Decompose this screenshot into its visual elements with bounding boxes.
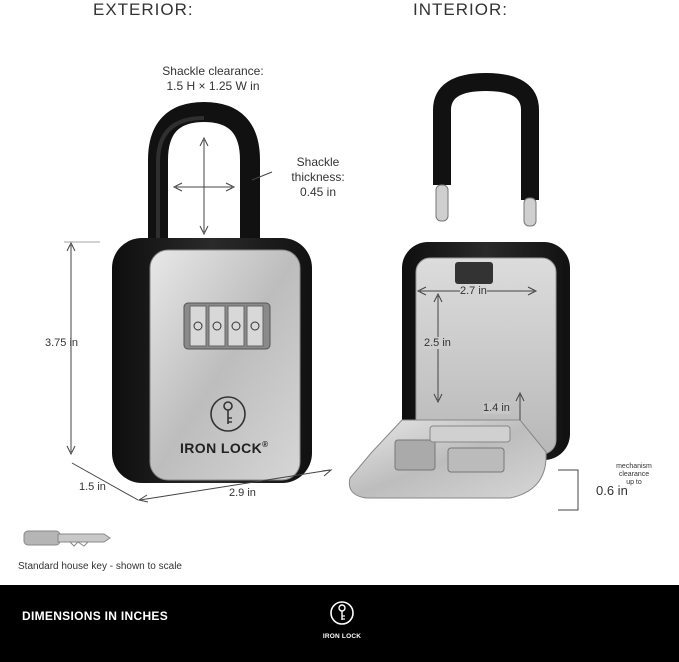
- key-icon: [210, 396, 246, 432]
- mechanism-label-1: mechanism: [616, 463, 652, 470]
- shackle-thickness-label-1: Shackle: [296, 155, 340, 169]
- lock-logo-icon: [330, 601, 354, 625]
- footer-logo-text: IRON LOCK: [322, 633, 362, 640]
- footer-logo: IRON LOCK: [312, 597, 372, 647]
- inner-depth-dimension: 1.4 in: [483, 402, 510, 414]
- depth-dimension: 1.5 in: [79, 481, 106, 493]
- combination-dials: [189, 305, 264, 347]
- shackle-thickness-value: 0.45 in: [299, 185, 337, 199]
- product-illustration: [23, 72, 579, 547]
- mechanism-value: 0.6 in: [596, 483, 628, 498]
- shackle-clearance-label: Shackle clearance:: [162, 64, 264, 78]
- interior-header: INTERIOR:: [413, 0, 508, 19]
- interior-lock: [348, 72, 579, 511]
- mechanism-label-2: clearance: [618, 471, 650, 478]
- shackle-thickness-label-2: thickness:: [291, 170, 345, 184]
- interior-shackle: [433, 72, 539, 200]
- inner-height-dimension: 2.5 in: [424, 337, 451, 349]
- exterior-lock: [64, 101, 333, 503]
- exterior-header: EXTERIOR:: [93, 0, 194, 19]
- height-dimension: 3.75 in: [45, 337, 79, 349]
- house-key: [23, 530, 111, 547]
- inner-width-dimension: 2.7 in: [460, 285, 487, 297]
- brand-name-text: IRON LOCK: [180, 440, 263, 456]
- footer-title: DIMENSIONS IN INCHES: [22, 609, 169, 623]
- width-dimension: 2.9 in: [229, 487, 256, 499]
- footer-bar: DIMENSIONS IN INCHES IRON LOCK: [0, 585, 679, 662]
- shackle-clearance-value: 1.5 H × 1.25 W in: [166, 79, 260, 93]
- mechanism-label-3: up to: [626, 479, 642, 486]
- brand-registered-mark: ®: [262, 440, 269, 449]
- key-caption: Standard house key - shown to scale: [18, 561, 182, 572]
- brand-name: IRON LOCK®: [180, 440, 268, 456]
